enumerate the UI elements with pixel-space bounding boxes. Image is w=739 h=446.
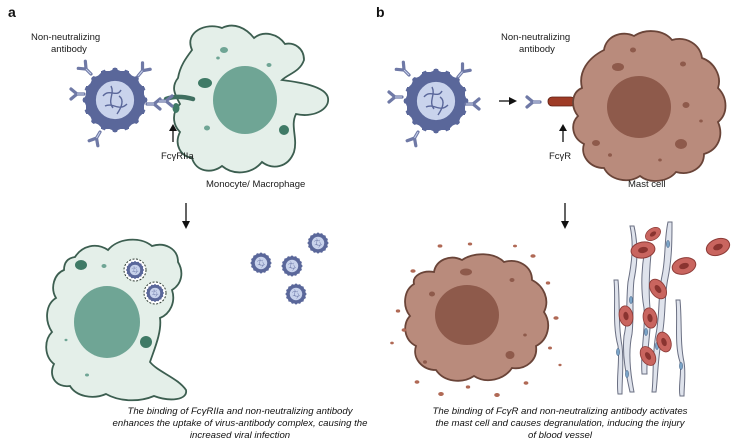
endosome (124, 259, 146, 281)
panel-b-receptor-label: FcγR (549, 151, 571, 162)
antibody-icon (394, 60, 415, 81)
panel-a-caption-line: enhances the uptake of virus-antibody co… (112, 418, 368, 429)
released-viruses (250, 232, 328, 304)
antibody-icon (525, 95, 542, 109)
macrophage-granules (198, 47, 289, 135)
endosome (144, 282, 166, 304)
panel-a-letter: a (8, 4, 16, 20)
bound-antibody (525, 95, 542, 109)
panel-b-caption: The binding of FcγR and non-neutralizing… (390, 406, 730, 442)
mast-nucleus (435, 285, 499, 345)
mast-nucleus (607, 76, 671, 138)
red-blood-cell-icon (703, 234, 733, 260)
down-arrow-icon (182, 203, 190, 229)
panel-b-caption-line: of blood vessel (528, 430, 592, 441)
antibody-icon (69, 87, 86, 101)
right-arrow-icon (499, 97, 517, 105)
panel-b-antibody-label-line2: antibody (519, 44, 555, 55)
fcgr-receptor (547, 96, 576, 107)
panel-b-caption-line: The binding of FcγR and non-neutralizing… (432, 406, 688, 417)
mast-granules (592, 47, 703, 162)
mast-granules (423, 268, 527, 364)
virus-icon (307, 232, 328, 253)
panel-a-caption-line: increased viral infection (189, 430, 291, 441)
panel-a-receptor-label: FcγRIIa (161, 151, 194, 162)
panel-a-antibody-label-line2: antibody (51, 44, 87, 55)
panel-a-caption-line: The binding of FcγRIIa and non-neutraliz… (127, 406, 353, 417)
virus-icon (285, 283, 306, 304)
virus-icon (126, 261, 144, 279)
virus-icon (281, 255, 302, 276)
red-blood-cell-icon (669, 254, 699, 278)
panel-a-cell-label: Monocyte/ Macrophage (206, 179, 305, 190)
panel-b-caption-line: the mast cell and causes degranulation, … (435, 418, 685, 429)
antibody-icon (76, 59, 97, 80)
red-blood-cells (617, 224, 733, 369)
up-arrow-icon (169, 124, 177, 142)
virus-antibody-complex-b (387, 60, 479, 148)
panel-b-antibody-label-line1: Non-neutralizing (501, 32, 570, 43)
panel-a-antibody-label-line1: Non-neutralizing (31, 32, 100, 43)
antibody-icon (87, 127, 106, 148)
up-arrow-icon (559, 124, 567, 142)
panel-b-letter: b (376, 4, 385, 20)
antibody-icon (387, 90, 404, 104)
virus-antibody-complex-a (69, 59, 174, 148)
macrophage-nucleus (213, 66, 277, 134)
panel-a-caption: The binding of FcγRIIa and non-neutraliz… (90, 406, 390, 442)
red-blood-cell-icon (642, 224, 664, 244)
panel-b-cell-label: Mast cell (628, 179, 665, 190)
macrophage-nucleus (74, 286, 140, 358)
virus-icon (146, 284, 164, 302)
antibody-icon (405, 127, 424, 148)
released-granules (390, 242, 562, 397)
down-arrow-icon (561, 203, 569, 229)
virus-icon (250, 252, 271, 273)
